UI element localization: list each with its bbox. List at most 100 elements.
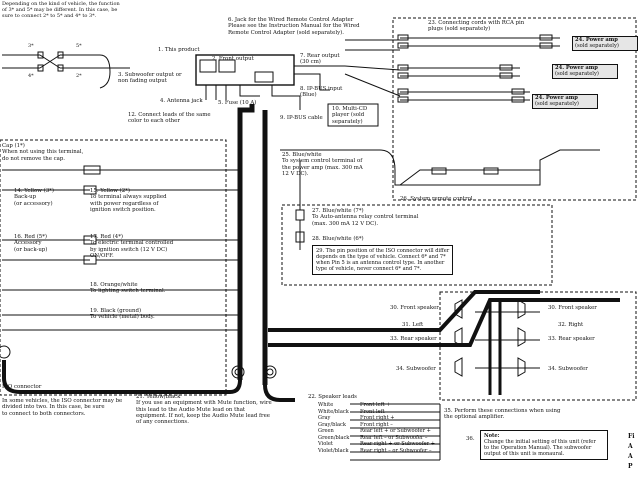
label-line: equipment. If not, keep the Audio Mute l… (136, 412, 270, 419)
label-line: 8. IP-BUS input (300, 86, 343, 92)
lead-color: Green (318, 428, 334, 434)
label-line: plugs (sold separately) (428, 26, 491, 33)
lead-dest: Rear left – or Subwoofer – (360, 434, 428, 441)
rear-speaker-left-label: 33. Rear speaker (390, 336, 437, 342)
lead-dest: Front left – (360, 408, 389, 415)
label-line: When not using this terminal, (2, 149, 84, 156)
blue-white-27-label: 27. Blue/white (7*) To Auto-antenna rela… (312, 208, 418, 227)
lead-color: Violet (318, 441, 333, 447)
label-line: ON/OFF. (90, 252, 114, 259)
lead-color: Gray (318, 415, 331, 421)
note-36-number: 36. (466, 436, 475, 442)
label-line: 6. Jack for the Wired Remote Control Ada… (228, 17, 354, 23)
left-label: 31. Left (402, 322, 424, 328)
label-4: 4* (28, 73, 34, 79)
cap-label: Cap (1*) When not using this terminal, d… (2, 143, 83, 162)
blue-white-28-label: 28. Blue/white (6*) (312, 236, 364, 242)
label-line: To Auto-antenna relay control terminal (312, 214, 419, 221)
label-line: In some vehicles, the ISO connector may … (2, 398, 123, 404)
label-line: 16. Red (5*) (14, 234, 48, 240)
label-line: (or back-up) (14, 246, 48, 253)
label-line: 14. Yellow (3*) (14, 188, 54, 194)
subwoofer-output-label: 3. Subwoofer output or non fading output (118, 72, 182, 85)
iso-divided-note: In some vehicles, the ISO connector may … (2, 398, 122, 417)
note-line: Change the initial setting of this unit … (484, 439, 596, 445)
lead-dest: Front left + (360, 402, 391, 408)
connect-leads-label: 12. Connect leads of the same color to e… (128, 112, 211, 125)
yellow-black-label: 21. Yellow/black If you use an equipment… (136, 394, 272, 425)
label-line: To lighting switch terminal. (90, 288, 166, 295)
right-label: 32. Right (558, 322, 584, 328)
connecting-cords-label: 23. Connecting cords with RCA pin plugs … (428, 20, 524, 33)
lead-color: Violet/black (318, 447, 349, 454)
subwoofer-setting-note: Note: Change the initial setting of this… (480, 430, 608, 460)
orange-label: 18. Orange/white To lighting switch term… (90, 282, 165, 295)
red5-label: 16. Red (5*) Accessory (or back-up) (14, 234, 47, 253)
note-line: type of vehicle, never connect 6* and 7*… (316, 266, 422, 272)
note-line: 29. The pin position of the ISO connecto… (316, 248, 450, 254)
multi-cd-label: 10. Multi-CD player (sold separately) (332, 106, 367, 125)
label-line: of any connections. (136, 419, 189, 426)
amp-label: 24. Power amp (575, 37, 618, 43)
note-line: depends on the type of vehicle. Connect … (316, 254, 446, 260)
lead-color: Gray/black (318, 421, 347, 428)
yellow3-label: 14. Yellow (3*) Back-up (or accessory) (14, 188, 54, 207)
speaker-lead-colors: White White/black Gray Gray/black Green … (318, 402, 349, 454)
rear-speaker-right-label: 33. Rear speaker (548, 336, 595, 342)
label-line: player (sold (332, 112, 365, 119)
label-line: by ignition switch (12 V DC) (90, 246, 168, 253)
perform-connections-label: 35. Perform these connections when using… (444, 408, 560, 421)
front-speaker-right-label: 30. Front speaker (548, 305, 597, 311)
label-line: 17. Red (4*) (90, 234, 124, 240)
note-line: sure to connect 2* to 5* and 4* to 3*. (2, 12, 97, 19)
speaker-leads-title: 22. Speaker leads (308, 394, 357, 400)
this-product-label: 1. This product (158, 47, 200, 53)
lead-dest: Rear right + or Subwoofer + (360, 441, 435, 447)
label-3: 3* (28, 43, 34, 49)
label-line: To system control terminal of (282, 158, 363, 165)
amp-sub: (sold separately) (575, 42, 619, 49)
label-line: color to each other (128, 118, 180, 125)
label-line: 35. Perform these connections when using (444, 408, 561, 414)
label-line: 3. Subwoofer output or (118, 72, 182, 78)
wired-remote-jack-label: 6. Jack for the Wired Remote Control Ada… (228, 17, 360, 36)
red4-label: 17. Red (4*) To electric terminal contro… (90, 234, 173, 259)
label-line: Please see the Instruction Manual for th… (228, 23, 360, 30)
speaker-icon (454, 299, 463, 319)
label-line: Back-up (14, 194, 37, 201)
power-amp-2: 24. Power amp (sold separately) (552, 64, 618, 80)
label-line: do not remove the cap. (2, 155, 66, 162)
rear-output-label: 7. Rear output (30 cm) (300, 53, 340, 66)
top-left-note: Depending on the kind of vehicle, the fu… (2, 1, 120, 20)
iso-connector-label: ISO connector (2, 384, 42, 390)
system-remote-label: 26. System remote control (400, 196, 473, 202)
label-line: 23. Connecting cords with RCA pin (428, 20, 525, 26)
label-line: ignition switch position. (90, 206, 156, 213)
label-line: (30 cm) (300, 59, 321, 66)
lead-color: White (318, 402, 334, 408)
lead-dest: Rear right – or Subwoofer – (360, 447, 432, 454)
rca-dashed-box (392, 17, 637, 201)
iso-pin-note: 29. The pin position of the ISO connecto… (312, 245, 454, 275)
edge-letter: A (628, 453, 633, 460)
cap-dashed-box (0, 139, 227, 396)
antenna-jack-label: 4. Antenna jack (160, 98, 203, 104)
antenna-dashed-box (281, 204, 553, 286)
note-line: to the Operation Manual). The subwoofer (484, 445, 592, 451)
label-line: Cap (1*) (2, 143, 25, 149)
yellow2-label: 15. Yellow (2*) To terminal always suppl… (90, 188, 167, 213)
amp-sub: (sold separately) (535, 100, 579, 107)
note-line: output of this unit is monaural. (484, 451, 565, 457)
label-line: with power regardless of (90, 200, 159, 207)
ip-bus-input-label: 8. IP-BUS input (Blue) (300, 86, 342, 99)
label-line: To terminal always supplied (90, 194, 167, 201)
blue-white-25-label: 25. Blue/white To system control termina… (282, 152, 363, 177)
lead-dest: Rear left + or Subwoofer + (360, 428, 431, 434)
label-line: separately) (332, 118, 363, 125)
amp-label: 24. Power amp (555, 65, 598, 71)
label-line: To electric terminal controlled (90, 240, 174, 247)
amp-sub: (sold separately) (555, 70, 599, 77)
label-line: Remote Control Adapter (sold separately)… (228, 29, 344, 36)
note-line: Depending on the kind of vehicle, the fu… (2, 1, 120, 7)
